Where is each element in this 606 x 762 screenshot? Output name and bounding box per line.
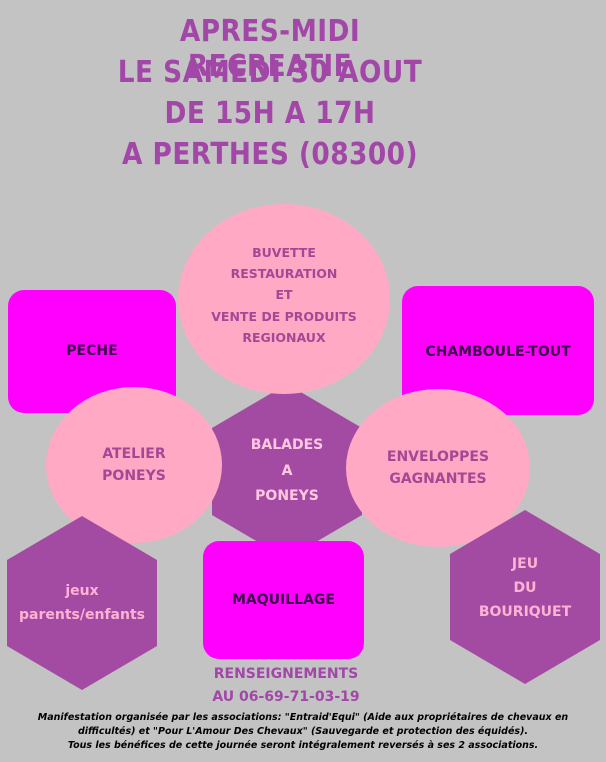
maquillage-label: MAQUILLAGE <box>232 591 335 608</box>
enveloppes-label: ENVELOPPES GAGNANTES <box>386 448 490 487</box>
contact-label: RENSEIGNEMENTS <box>213 666 359 682</box>
contact-phone: AU 06-69-71-03-19 <box>212 689 360 705</box>
enveloppes-circle: ENVELOPPES GAGNANTES <box>346 389 530 547</box>
footer-line-2: difficultés) et "Pour L'Amour Des Chevau… <box>77 726 529 737</box>
jeux-label: jeux parents/enfants <box>19 582 145 624</box>
title-line-4: A PERTHES (08300) <box>122 137 418 172</box>
title-line-1: APRES-MIDI RECREATIF <box>179 14 361 84</box>
maquillage-box: MAQUILLAGE <box>203 541 364 659</box>
balades-label: BALADES A PONEYS <box>250 436 324 505</box>
footer-line-3: Tous les bénéfices de cette journée sero… <box>67 740 539 751</box>
bouriquet-hexagon: JEU DU BOURIQUET <box>450 510 600 684</box>
balades-hexagon: BALADES A PONEYS <box>212 384 362 559</box>
title-line-3: DE 15H A 17H <box>164 96 376 131</box>
buvette-label: BUVETTE RESTAURATION ET VENTE DE PRODUIT… <box>211 244 357 345</box>
bouriquet-label: JEU DU BOURIQUET <box>478 556 572 620</box>
title-line-2: LE SAMEDI 30 AOUT <box>117 55 423 90</box>
atelier-label: ATELIER PONEYS <box>102 445 166 484</box>
hexagon-shape <box>450 510 600 684</box>
hexagon-shape <box>212 384 362 559</box>
chamboule-label: CHAMBOULE-TOUT <box>425 344 571 361</box>
buvette-circle: BUVETTE RESTAURATION ET VENTE DE PRODUIT… <box>178 204 390 394</box>
jeux-hexagon: jeux parents/enfants <box>7 516 157 690</box>
hexagon-shape <box>7 516 157 690</box>
atelier-circle: ATELIER PONEYS <box>46 387 222 543</box>
footer-line-1: Manifestation organisée par les associat… <box>37 712 569 723</box>
peche-label: PECHE <box>66 343 118 360</box>
